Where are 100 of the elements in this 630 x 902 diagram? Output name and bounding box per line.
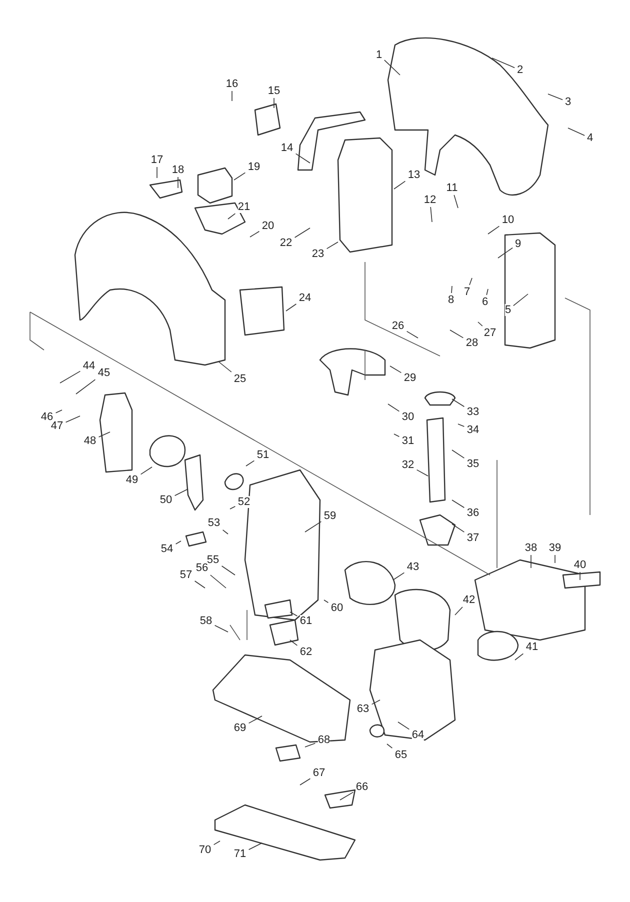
callout-number: 57: [180, 569, 192, 581]
callout-number: 69: [234, 722, 246, 734]
leader-line: [492, 58, 515, 68]
callout-number: 53: [208, 517, 220, 529]
leader-line: [140, 466, 152, 475]
callout-number: 54: [160, 543, 174, 555]
callout-number: 6: [482, 296, 488, 308]
callout-number: 46: [40, 411, 54, 423]
leader-line: [60, 370, 81, 384]
callout-number: 60: [330, 602, 344, 614]
leader-line: [454, 194, 458, 208]
callout-number: 21: [238, 201, 250, 213]
leader-line: [228, 213, 236, 220]
leader-line: [286, 304, 297, 312]
leader-line: [398, 722, 410, 730]
leader-line: [221, 566, 236, 576]
callout-number: 9: [514, 238, 522, 250]
callout-number: 30: [402, 411, 414, 423]
callout-number: 61: [300, 615, 312, 627]
callout-number: 51: [256, 449, 270, 461]
leader-line: [156, 166, 158, 178]
leader-line: [430, 206, 432, 222]
leader-line: [213, 840, 220, 846]
leader-line: [452, 500, 465, 508]
leader-line: [513, 294, 528, 306]
leader-line: [386, 744, 393, 748]
leader-line: [416, 469, 428, 476]
callout-number: 2: [516, 64, 524, 76]
leader-line: [469, 278, 472, 286]
callout-number: 1: [376, 49, 382, 61]
leader-line: [290, 612, 298, 616]
callout-number: 14: [280, 142, 294, 154]
callout-number: 45: [98, 367, 110, 379]
callout-number: 27: [484, 327, 496, 339]
leader-line: [304, 742, 316, 748]
leader-line: [530, 554, 532, 568]
callout-number: 67: [312, 767, 326, 779]
callout-number: 8: [448, 294, 454, 306]
callout-number: 4: [586, 132, 594, 144]
leader-line: [210, 574, 226, 588]
leader-line: [194, 580, 206, 588]
callout-number: 35: [466, 458, 480, 470]
callout-number: 28: [466, 337, 478, 349]
leader-line: [294, 228, 310, 238]
callout-number: 23: [312, 248, 324, 260]
callout-number: 55: [206, 554, 220, 566]
leader-line: [250, 231, 260, 238]
leader-line: [394, 434, 400, 437]
callout-number: 64: [412, 729, 424, 741]
callout-number: 52: [238, 496, 250, 508]
callout-number: 59: [324, 510, 336, 522]
leader-line: [392, 572, 405, 580]
callout-number: 16: [226, 78, 238, 90]
leader-line: [498, 247, 513, 258]
leader-line: [478, 322, 483, 326]
callout-number: 62: [300, 646, 312, 658]
callout-number: 56: [196, 562, 208, 574]
callout-number: 33: [466, 406, 480, 418]
leader-line: [248, 842, 262, 850]
callout-number: 58: [200, 615, 212, 627]
callout-number: 49: [126, 474, 138, 486]
leader-line: [406, 330, 418, 338]
callout-number: 3: [564, 96, 572, 108]
callout-number: 12: [424, 194, 436, 206]
leader-line: [371, 700, 380, 705]
callout-number: 13: [408, 169, 420, 181]
leader-line: [65, 416, 80, 423]
leader-line: [340, 792, 354, 800]
callout-number: 65: [394, 749, 408, 761]
callout-number: 36: [466, 507, 480, 519]
leader-line: [76, 379, 96, 394]
callout-number: 50: [160, 494, 172, 506]
leader-line: [450, 330, 464, 338]
leader-line: [568, 128, 585, 136]
leader-line: [451, 286, 452, 294]
leader-line: [248, 716, 262, 724]
leader-line: [390, 366, 402, 374]
callout-number: 66: [356, 781, 368, 793]
leader-line: [290, 640, 298, 646]
leader-line: [388, 404, 400, 412]
callout-number: 7: [464, 286, 470, 298]
leader-line: [295, 153, 310, 164]
callout-number: 5: [504, 304, 512, 316]
callout-number: 22: [280, 237, 292, 249]
leader-line: [222, 530, 228, 534]
callout-number: 37: [466, 532, 480, 544]
callout-number: 68: [318, 734, 330, 746]
callout-number: 43: [406, 561, 420, 573]
callout-number: 17: [150, 154, 164, 166]
leader-line: [488, 226, 500, 234]
callout-number: 24: [298, 292, 312, 304]
callout-number: 71: [234, 848, 246, 860]
callout-number: 26: [392, 320, 404, 332]
leader-line: [486, 288, 488, 296]
leader-line: [548, 94, 563, 100]
leader-line: [230, 506, 236, 510]
leader-line: [304, 521, 322, 532]
leader-line: [98, 432, 110, 438]
leader-line: [452, 450, 465, 458]
callout-number: 44: [82, 360, 96, 372]
